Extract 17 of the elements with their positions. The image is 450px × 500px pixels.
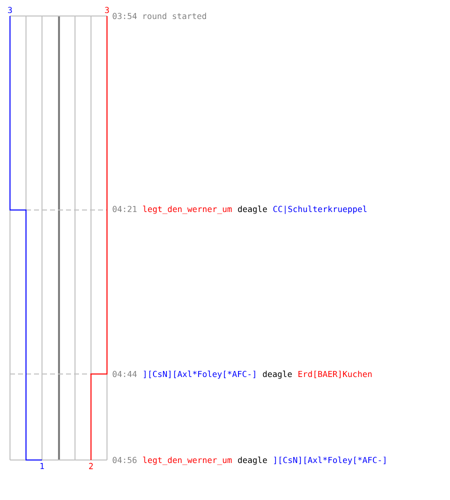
player-count: 2 [89, 462, 93, 470]
player-name: legt_den_werner_um [143, 206, 232, 214]
weapon-name: deagle [238, 456, 267, 465]
timestamp: 04:56 [112, 456, 137, 464]
player-name: CC|Schulterkrueppel [273, 206, 367, 214]
weapon-name: deagle [262, 370, 292, 379]
player-name: ][CsN][Axl*Foley[*AFC-] [274, 456, 386, 465]
player-count: 3 [8, 6, 12, 14]
event-text: 03:54 round started [112, 12, 206, 20]
player-count: 3 [105, 6, 109, 14]
player-name: ][CsN][Axl*Foley[*AFC-] [144, 370, 256, 379]
player-name: legt_den_werner_um [143, 456, 232, 465]
timestamp: 04:44 [112, 370, 137, 378]
player-count: 1 [40, 462, 44, 470]
timestamp: 04:21 [112, 206, 137, 212]
weapon-name: deagle [238, 206, 267, 214]
player-name: Erd[BAER]Kuchen [298, 370, 372, 378]
